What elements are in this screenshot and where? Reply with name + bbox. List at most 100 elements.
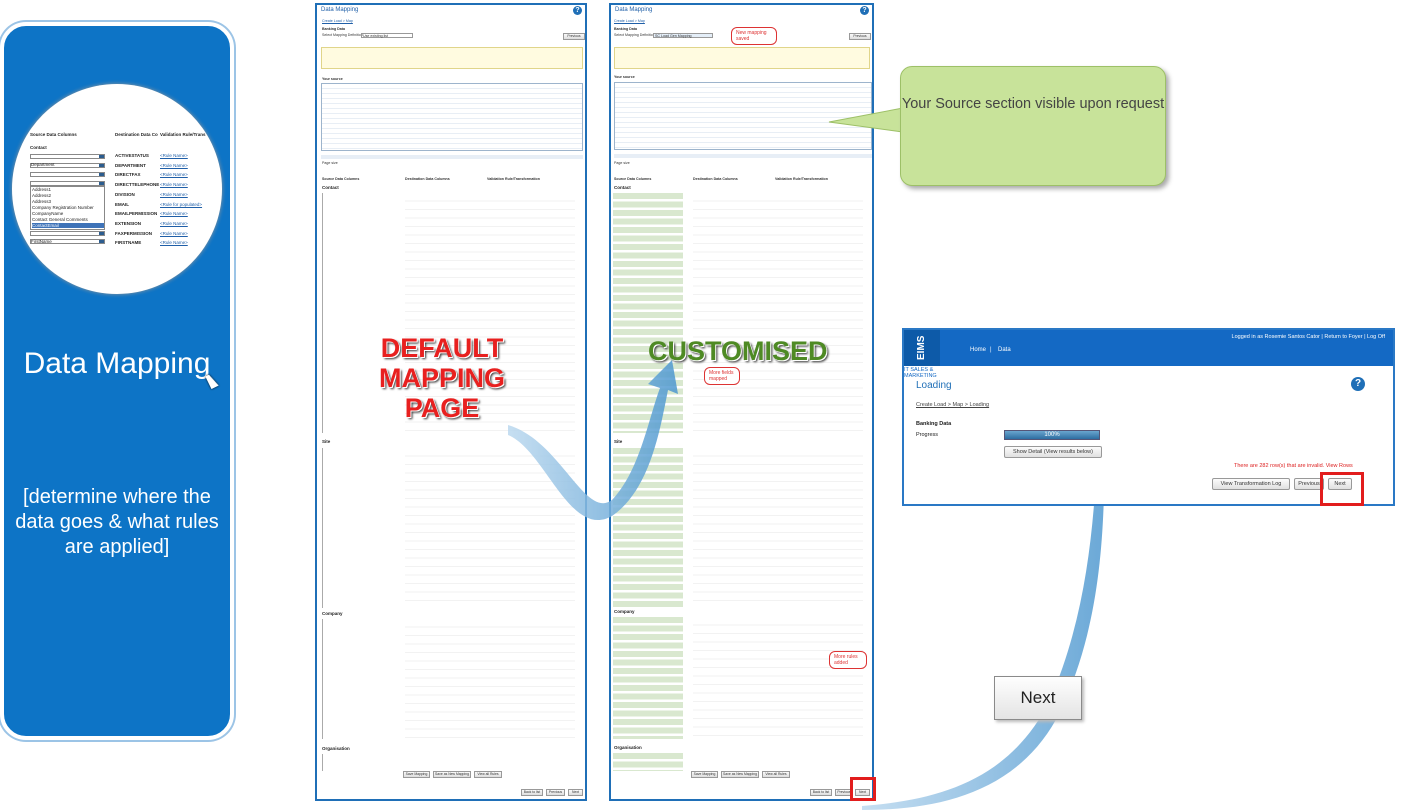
zoom-rule-link[interactable]: <Rule Name>	[160, 153, 188, 158]
zoom-field: EMAIL	[115, 201, 129, 207]
nav-home[interactable]: Home	[970, 347, 987, 353]
help-icon[interactable]: ?	[1351, 377, 1365, 391]
progress-label: Progress	[916, 432, 939, 438]
login-info[interactable]: Logged in as Rosemie Santos Cator | Retu…	[1231, 334, 1385, 340]
source-heading: Your source	[614, 75, 635, 79]
next-highlight	[1320, 472, 1364, 506]
zoom-field: ACTIVESTATUS	[115, 153, 149, 158]
invalid-rows-warning[interactable]: There are 282 row(s) that are invalid. V…	[1234, 463, 1353, 469]
save-new-mapping-button[interactable]: Save as New Mapping	[721, 771, 759, 778]
info-box	[614, 47, 870, 69]
contact-selects[interactable]	[613, 193, 683, 433]
view-rules-button[interactable]: View all Rules	[762, 771, 790, 778]
scrollbar[interactable]	[321, 155, 583, 159]
col-source: Source Data Columns	[322, 177, 360, 181]
nav-data[interactable]: Data	[998, 347, 1011, 353]
panel-title: Data Mapping	[23, 347, 211, 380]
previous-button[interactable]: Previous	[849, 33, 871, 40]
org-selects[interactable]	[322, 754, 392, 771]
section-company: Company	[322, 611, 343, 616]
save-mapping-button[interactable]: Save Mapping	[691, 771, 718, 778]
org-selects[interactable]	[613, 753, 683, 771]
zoom-rule-link[interactable]: <Rule for populated>	[160, 201, 203, 207]
source-grid[interactable]	[321, 83, 583, 151]
back-button[interactable]: Back to list	[521, 789, 543, 796]
customised-label: CUSTOMISED	[648, 336, 828, 366]
zoom-dept: Department	[31, 162, 55, 167]
callout-more-rules: More rules added	[829, 651, 867, 669]
zoom-field: FIRSTNAME	[115, 240, 142, 246]
breadcrumb[interactable]: Create Load > Map > Loading	[916, 402, 990, 408]
zoom-dropdown-list[interactable]: Address1 Address2 Address3 Company Regis…	[30, 186, 105, 230]
zoom-rule-link[interactable]: <Rule Name>	[160, 220, 188, 226]
arrow-custom-to-loading	[862, 470, 1114, 810]
dropdown-item-selected[interactable]: ContactEmail	[32, 223, 104, 228]
zoom-rule-link[interactable]: <Rule Name>	[160, 191, 188, 197]
zoom-rule-link[interactable]: <Rule Name>	[160, 162, 188, 168]
next-button[interactable]: Next	[1328, 478, 1352, 490]
eims-logo: EIMS	[904, 330, 940, 366]
mapping-select[interactable]: Use existing list	[361, 33, 413, 38]
company-rows	[693, 617, 863, 739]
source-grid[interactable]	[614, 82, 872, 150]
zoom-select[interactable]	[30, 163, 105, 168]
zoom-rule-link[interactable]: <Rule Name>	[160, 240, 188, 246]
next-button[interactable]: Next	[855, 789, 870, 796]
next-highlight	[850, 777, 876, 801]
col-dest: Destination Data Columns	[693, 177, 738, 181]
back-button[interactable]: Back to list	[810, 789, 832, 796]
contact-rows	[693, 193, 863, 433]
dropdown-item[interactable]: Address3	[32, 199, 52, 204]
previous-button[interactable]: Previous	[546, 789, 565, 796]
view-rules-button[interactable]: View all Rules	[474, 771, 502, 778]
page-size-label: Page size	[614, 161, 630, 165]
next-button-enlarged[interactable]: Next	[994, 676, 1082, 720]
site-rows	[405, 448, 575, 608]
previous-button[interactable]: Previous	[563, 33, 585, 40]
zoom-select[interactable]	[30, 172, 105, 177]
zoom-select[interactable]	[30, 239, 105, 244]
save-new-mapping-button[interactable]: Save as New Mapping	[433, 771, 471, 778]
nav-separator: |	[990, 347, 992, 353]
view-log-button[interactable]: View Transformation Log	[1212, 478, 1290, 490]
col-rule: Validation Rule/Transformation	[487, 177, 540, 181]
col-dest: Destination Data Columns	[405, 177, 450, 181]
zoom-rule-link[interactable]: <Rule Name>	[160, 230, 188, 236]
col-source: Source Data Columns	[614, 177, 652, 181]
zoom-select[interactable]	[30, 231, 105, 236]
save-mapping-button[interactable]: Save Mapping	[403, 771, 430, 778]
dropdown-item[interactable]: Address2	[32, 193, 52, 198]
site-selects[interactable]	[613, 448, 683, 608]
breadcrumb[interactable]: Create Load > Map	[322, 19, 353, 23]
show-detail-button[interactable]: Show Detail (View results below)	[1004, 446, 1102, 458]
zoom-field: EXTENSION	[115, 220, 142, 226]
app-header: EIMS Home | Data Logged in as Rosemie Sa…	[904, 330, 1393, 366]
zoom-select[interactable]	[30, 154, 105, 159]
zoom-select[interactable]	[30, 181, 105, 186]
mapping-select[interactable]: SC Load Gen Mapping	[653, 33, 713, 38]
dropdown-item[interactable]: Address1	[32, 187, 52, 192]
site-rows	[693, 448, 863, 608]
company-selects[interactable]	[322, 619, 392, 739]
dropdown-item[interactable]: Company Registration Number	[32, 205, 94, 210]
contact-selects[interactable]	[322, 193, 392, 433]
info-box	[321, 47, 583, 69]
company-rows	[405, 619, 575, 739]
dropdown-item[interactable]: CompanyName	[32, 211, 64, 216]
zoom-rule-link[interactable]: <Rule Name>	[160, 211, 188, 217]
company-selects[interactable]	[613, 617, 683, 739]
previous-button[interactable]: Previous	[1294, 478, 1324, 490]
zoom-rule-link[interactable]: <Rule Name>	[160, 182, 188, 188]
col-rule: Validation Rule/Transformation	[775, 177, 828, 181]
section-site: Site	[322, 439, 331, 444]
help-icon[interactable]: ?	[573, 6, 582, 15]
scrollbar[interactable]	[614, 154, 872, 158]
dropdown-item[interactable]: Contact General Comments	[32, 217, 88, 222]
zoom-rule-link[interactable]: <Rule Name>	[160, 172, 188, 178]
breadcrumb[interactable]: Create Load > Map	[614, 19, 645, 23]
contact-rows	[405, 193, 575, 433]
next-button[interactable]: Next	[568, 789, 583, 796]
site-selects[interactable]	[322, 448, 392, 608]
help-icon[interactable]: ?	[860, 6, 869, 15]
